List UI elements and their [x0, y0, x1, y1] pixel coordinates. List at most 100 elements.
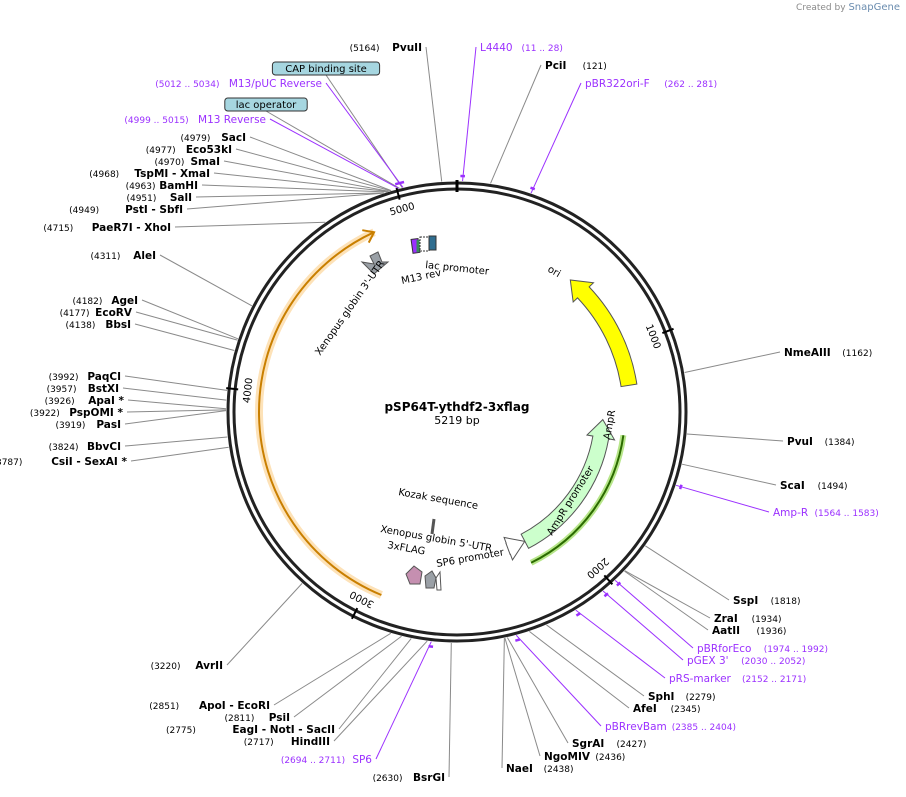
- site-name-label: NgoMIV: [544, 751, 591, 763]
- xenopus-3utr-arrow[interactable]: [360, 251, 390, 275]
- leader-line: [614, 579, 694, 649]
- site-position-label: (11 .. 28): [522, 44, 563, 54]
- cap-site-box[interactable]: [428, 235, 437, 251]
- site-name-label: M13 Reverse: [198, 114, 266, 126]
- site-position-label: (3922): [30, 409, 60, 419]
- xenopus-insert-arrowhead: [362, 229, 376, 244]
- leader-line: [201, 184, 387, 193]
- flag-arrow[interactable]: [405, 565, 423, 585]
- site-name-label: L4440: [480, 42, 513, 54]
- site-position-label: (4999 .. 5015): [124, 116, 188, 126]
- leader-line: [235, 148, 391, 192]
- site-position-label: (4951): [126, 194, 156, 204]
- ampr-feature[interactable]: [520, 418, 616, 550]
- site-position-label: (1384): [825, 438, 855, 448]
- site-name-label: AgeI: [111, 295, 138, 307]
- site-position-label: (4968): [89, 170, 119, 180]
- site-position-label: (1936): [757, 627, 787, 637]
- site-position-label: (4177): [60, 309, 90, 319]
- ampr-promoter-feature[interactable]: [503, 536, 526, 562]
- site-name-label: ApaI *: [88, 395, 124, 407]
- site-position-label: (121): [583, 62, 607, 72]
- site-position-label: (2811): [224, 714, 254, 724]
- site-position-label: (2345): [671, 705, 701, 715]
- site-position-label: (1974 .. 1992): [764, 645, 828, 655]
- feature-tag-box[interactable]: [224, 97, 308, 112]
- lac-promoter-box[interactable]: [419, 236, 430, 252]
- snapgene-credit: Created by SnapGene: [796, 2, 900, 13]
- ampr-orf-line: [530, 435, 625, 564]
- site-name-label: SalI: [170, 192, 192, 204]
- leader-line: [269, 118, 399, 189]
- site-name-label: BstXI: [88, 383, 119, 395]
- leader-line: [130, 446, 229, 462]
- site-name-label: PaqCI: [87, 371, 121, 383]
- primer-site-mark: [603, 592, 609, 598]
- leader-line: [686, 433, 784, 442]
- tick-mark: [351, 607, 359, 620]
- label-m13-rev: M13 rev: [400, 268, 442, 287]
- leader-line: [375, 641, 432, 760]
- site-position-label: (2851): [149, 702, 179, 712]
- site-position-label: (4311): [90, 252, 120, 262]
- site-position-label: (2438): [544, 765, 574, 775]
- primer-marks: [394, 174, 683, 649]
- site-name-label: PspOMI *: [69, 407, 123, 419]
- feature-tag-label: CAP binding site: [285, 64, 367, 75]
- leader-line: [501, 638, 505, 769]
- site-name-label: BamHI: [159, 180, 198, 192]
- primer-site-mark: [530, 186, 536, 191]
- site-position-label: (3957): [47, 385, 77, 395]
- site-position-label: (4949): [69, 206, 99, 216]
- tick-mark: [603, 574, 614, 585]
- leader-line: [575, 609, 666, 679]
- site-name-label: PstI - SbfI: [125, 204, 183, 216]
- feature-tag-box[interactable]: [271, 61, 381, 76]
- leader-line: [425, 46, 443, 182]
- primer-site-mark: [394, 181, 400, 186]
- site-position-label: (4963): [126, 182, 156, 192]
- site-position-label: (1494): [818, 482, 848, 492]
- site-name-label: HindIII: [291, 736, 330, 748]
- leader-line: [448, 642, 452, 778]
- site-name-label: pBRforEco: [697, 643, 751, 655]
- leader-line: [249, 136, 392, 192]
- site-name-label: SphI: [648, 691, 674, 703]
- leader-line: [124, 436, 228, 447]
- site-name-label: EcoRV: [95, 307, 133, 319]
- site-position-label: (2436): [595, 753, 625, 763]
- site-name-label: EagI - NotI - SacII: [232, 724, 335, 736]
- center-title: pSP64T-ythdf2-3xflag 5219 bp: [384, 400, 529, 427]
- xenopus-5utr-arrow[interactable]: [424, 570, 437, 589]
- leader-line: [530, 82, 582, 194]
- leader-line: [684, 351, 781, 373]
- credit-prefix: Created by: [796, 3, 846, 13]
- site-position-label: (4138): [65, 321, 95, 331]
- tick-mark: [661, 327, 674, 335]
- leader-line: [159, 254, 253, 307]
- site-name-label: AvrII: [195, 660, 223, 672]
- site-position-label: (2775): [166, 726, 196, 736]
- leader-line: [124, 375, 228, 391]
- label-xenopus-3utr: Xenopus globin 3'-UTR: [313, 259, 387, 358]
- site-position-label: (4970): [154, 158, 184, 168]
- site-name-label: PvuII: [392, 42, 422, 54]
- leader-line: [293, 635, 402, 718]
- site-name-label: ZraI: [714, 613, 738, 625]
- leader-line: [273, 632, 392, 706]
- site-position-label: (2630): [373, 774, 403, 784]
- leader-line: [515, 634, 602, 727]
- label-ampr-promoter: AmpR promoter: [545, 464, 597, 538]
- leader-line: [338, 638, 412, 730]
- ori-feature[interactable]: [569, 279, 638, 388]
- leader-line: [127, 399, 227, 410]
- leader-line: [624, 570, 711, 619]
- leader-line: [490, 64, 542, 184]
- tick-label: 4000: [242, 377, 256, 403]
- leader-line: [141, 299, 239, 340]
- primer-site-mark: [616, 581, 622, 587]
- site-leader-lines: [122, 46, 784, 778]
- leader-line: [546, 624, 645, 697]
- sp6-promoter-arrow[interactable]: [435, 570, 442, 591]
- feature-arrows: [255, 228, 638, 599]
